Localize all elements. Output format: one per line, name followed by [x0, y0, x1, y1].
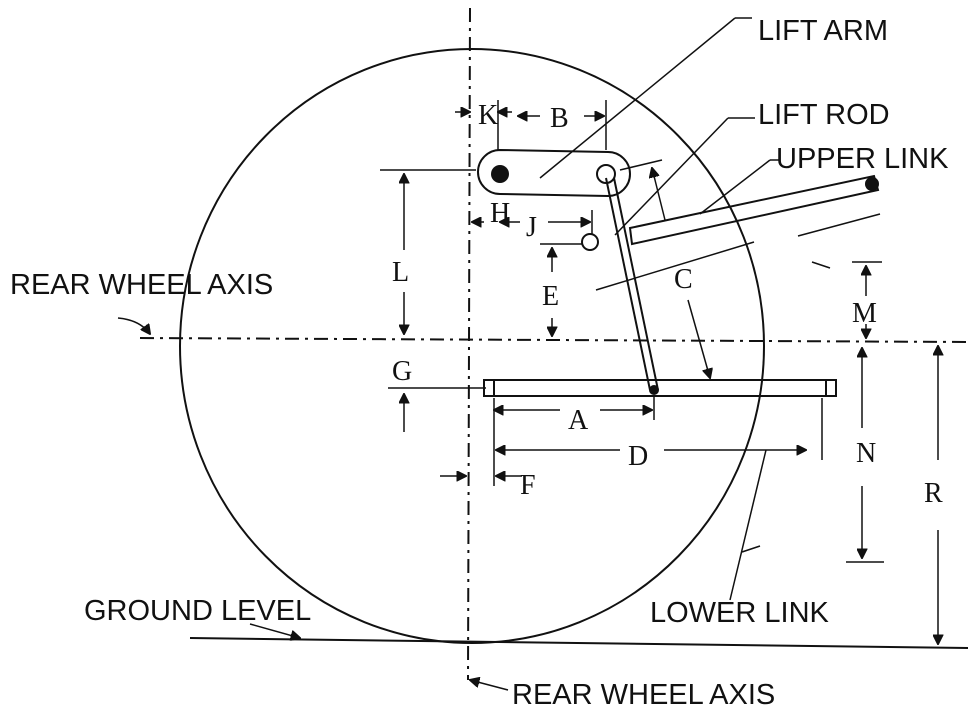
- dim-label-j: J: [526, 212, 537, 243]
- dim-c-arrow-up: [652, 168, 666, 221]
- dim-c-ext-a: [595, 241, 755, 291]
- dim-label-l: L: [392, 257, 409, 288]
- dim-label-k: K: [478, 100, 498, 131]
- dim-label-a: A: [568, 405, 589, 436]
- label-lift-rod: LIFT ROD: [758, 99, 890, 131]
- label-upper-link: UPPER LINK: [776, 143, 949, 175]
- dim-c-ext-b: [619, 159, 663, 171]
- lift-rod-b: [613, 177, 659, 391]
- dim-m-slant-ext: [797, 213, 881, 237]
- horizontal-axis-line: [139, 337, 968, 343]
- label-rear-wheel-axis-bottom: REAR WHEEL AXIS: [512, 679, 775, 706]
- lift-rod-leader: [614, 117, 729, 236]
- label-rear-wheel-axis-left: REAR WHEEL AXIS: [10, 269, 273, 301]
- label-lower-link: LOWER LINK: [650, 597, 830, 629]
- dim-label-c: C: [674, 264, 693, 295]
- dim-label-g: G: [392, 356, 412, 387]
- lift-arm-pivot: [491, 165, 509, 183]
- vertical-axis-line: [467, 7, 471, 681]
- ground-leader: [249, 623, 300, 638]
- rear-axis-bottom-leader: [470, 680, 509, 691]
- dim-label-f: F: [520, 470, 536, 501]
- lift-rod-a: [605, 177, 651, 391]
- lift-arm: [477, 148, 631, 198]
- lower-link: [483, 379, 837, 397]
- dim-label-n: N: [856, 438, 876, 469]
- dim-label-b: B: [550, 103, 569, 134]
- upper-link: [628, 174, 880, 246]
- dim-c-arrow-down: [687, 299, 710, 378]
- dim-label-r: R: [924, 478, 943, 509]
- label-ground-level: GROUND LEVEL: [84, 595, 311, 627]
- dim-label-h: H: [490, 198, 510, 229]
- dim-m-tick: [811, 261, 831, 269]
- ground-line: [189, 637, 968, 649]
- rear-axis-left-leader: [117, 317, 150, 334]
- label-lift-arm: LIFT ARM: [758, 15, 888, 47]
- upper-link-front-pin: [581, 233, 599, 251]
- dim-label-d: D: [628, 441, 648, 472]
- rear-wheel-circle: [179, 48, 765, 644]
- lift-arm-leader: [539, 17, 736, 179]
- lower-link-leader-tick: [741, 545, 761, 553]
- lift-arm-end-pin: [596, 164, 616, 184]
- lower-link-leader: [729, 449, 767, 601]
- upper-link-leader: [699, 159, 771, 215]
- upper-link-rear-pin: [865, 177, 879, 191]
- dim-label-m: M: [852, 298, 877, 329]
- lower-link-lift-pin: [649, 385, 659, 395]
- dim-label-e: E: [542, 281, 559, 312]
